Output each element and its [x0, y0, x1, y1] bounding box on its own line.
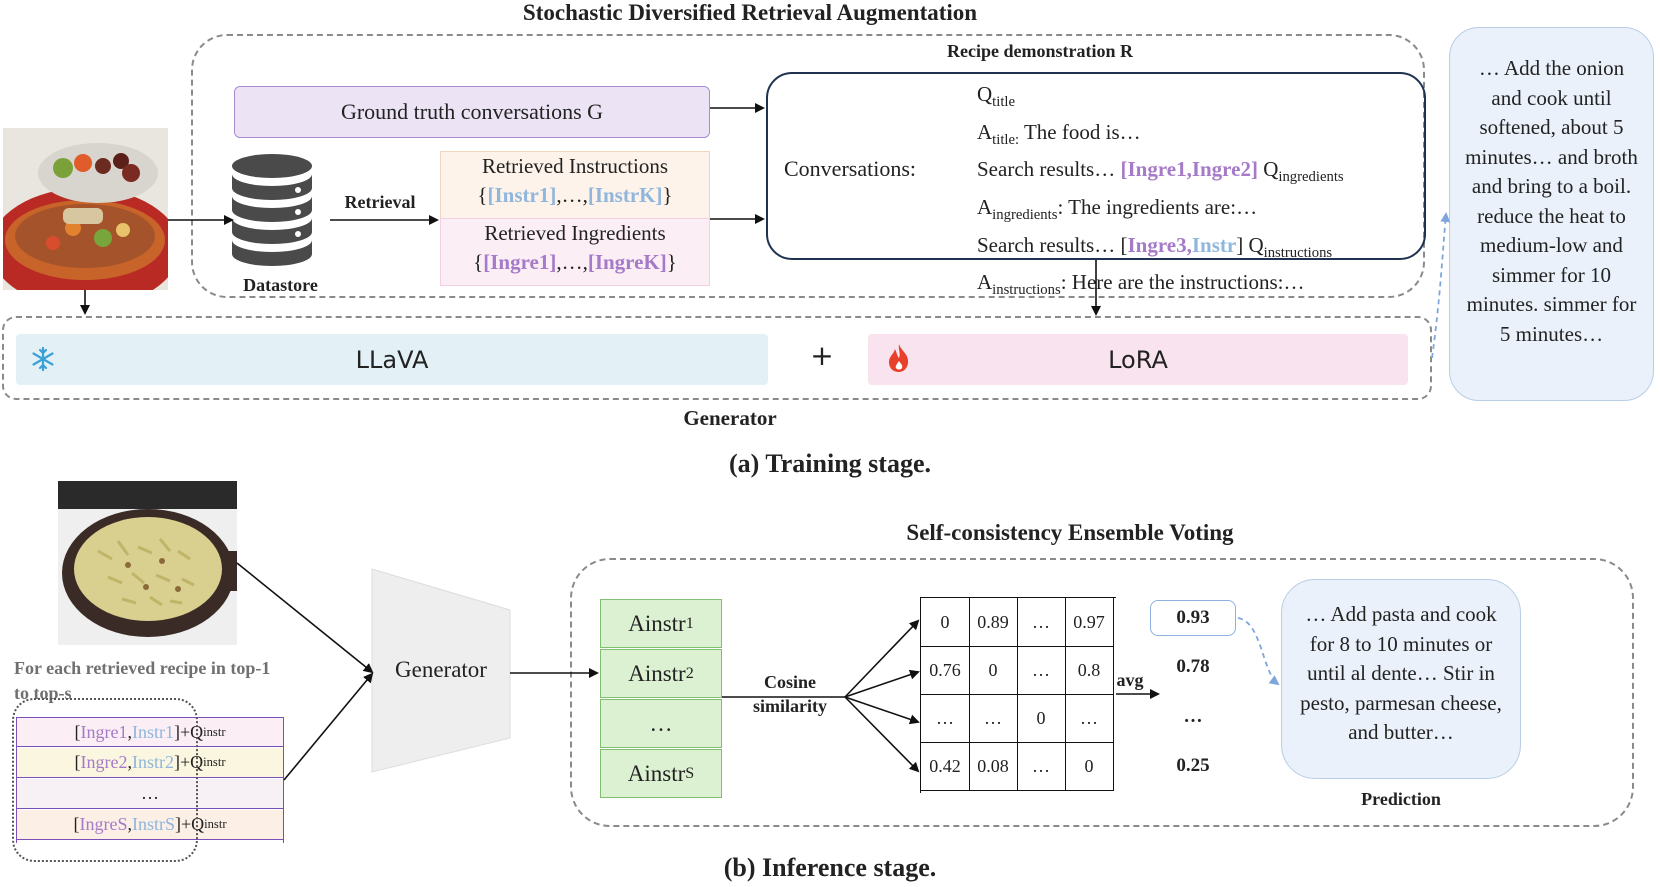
llava-box: LLaVA	[16, 334, 768, 385]
generator-dashed-region	[2, 316, 1432, 400]
recipe-demo-title: Recipe demonstration R	[947, 41, 1133, 61]
flame-icon	[886, 343, 912, 373]
conversations-label: Conversations:	[784, 156, 916, 181]
conv-line-q-title: Qtitle	[977, 82, 1016, 111]
database-icon	[228, 152, 316, 272]
matrix-cell: …	[921, 694, 970, 743]
dotted-selection	[12, 698, 198, 862]
retrieved-ingredients-title: Retrieved Ingredients	[484, 221, 666, 245]
prediction-text: … Add pasta and cook for 8 to 10 minutes…	[1300, 602, 1502, 744]
matrix-cell: 0	[969, 646, 1018, 695]
matrix-cell: …	[1017, 646, 1066, 695]
conv-line-a-instructions: Ainstructions: Here are the instructions…	[977, 270, 1305, 299]
conv-line-search-ingredients: Search results… [Ingre1,Ingre2] Qingredi…	[977, 157, 1344, 186]
score-ellipsis: …	[1183, 706, 1203, 727]
retrieval-label: Retrieval	[344, 192, 416, 212]
training-output-bubble: … Add the onion and cook until softened,…	[1449, 27, 1654, 401]
prediction-label: Prediction	[1361, 789, 1441, 809]
conv-line-a-title: Atitle: The food is…	[977, 119, 1141, 148]
datastore-label: Datastore	[243, 275, 318, 295]
matrix-cell: 0	[1065, 742, 1114, 791]
arrow-rows-to-generator	[283, 672, 374, 781]
llava-label: LLaVA	[355, 345, 429, 374]
similarity-matrix: 0 0.89 … 0.97 0.76 0 … 0.8 … … 0 … 0.42 …	[920, 597, 1116, 793]
matrix-cell: 0	[1017, 694, 1066, 743]
score-top: 0.93	[1150, 600, 1236, 636]
lora-label: LoRA	[1108, 345, 1168, 374]
arrow-fan-row1	[844, 619, 920, 698]
prediction-bubble: … Add pasta and cook for 8 to 10 minutes…	[1281, 579, 1521, 779]
ground-truth-box: Ground truth conversations G	[234, 86, 710, 138]
matrix-cell: 0.89	[969, 598, 1018, 647]
retrieved-instructions-list: {[Instr1],…,[InstrK]}	[477, 183, 673, 207]
matrix-cell: …	[1017, 598, 1066, 647]
avg-label: avg	[1116, 670, 1144, 690]
sce-title: Self-consistency Ensemble Voting	[906, 520, 1234, 545]
training-caption: (a) Training stage.	[729, 449, 931, 478]
matrix-cell: 0.97	[1065, 598, 1114, 647]
soup-photo	[3, 128, 168, 290]
dashed-arrow-lora-to-output	[1431, 212, 1451, 359]
sdra-title: Stochastic Diversified Retrieval Augment…	[522, 0, 978, 25]
retrieved-instructions-title: Retrieved Instructions	[481, 154, 669, 178]
matrix-cell: 0.42	[921, 742, 970, 791]
inference-caption: (b) Inference stage.	[723, 853, 937, 882]
generator-label: Generator	[683, 406, 777, 430]
ground-truth-text: Ground truth conversations G	[340, 99, 604, 124]
cosine-similarity-label: Cosine similarity	[753, 672, 827, 716]
recipe-row-ellipsis: …	[16, 779, 284, 809]
matrix-cell: 0.8	[1065, 646, 1114, 695]
sce-dashed-region	[570, 558, 1634, 827]
arrow-pasta-to-generator	[236, 562, 374, 674]
arrow-fan-row2	[844, 669, 920, 698]
score-s: 0.25	[1176, 755, 1210, 776]
training-output-text: … Add the onion and cook until softened,…	[1465, 56, 1638, 346]
arrow-fan-row3	[844, 696, 920, 725]
retrieved-ingredients-box: Retrieved Ingredients {[Ingre1],…,[Ingre…	[440, 218, 710, 286]
matrix-cell: …	[1017, 742, 1066, 791]
lora-box: LoRA	[868, 334, 1408, 385]
retrieved-ingredients-list: {[Ingre1],…,[IngreK]}	[473, 250, 677, 274]
conversations-box	[766, 72, 1426, 260]
snowflake-icon	[30, 346, 56, 372]
arrow-fan-row4	[844, 696, 920, 773]
ainstr-ellipsis: …	[600, 699, 722, 748]
matrix-cell: 0	[921, 598, 970, 647]
conv-line-search-instructions: Search results… [Ingre3,Instr] Qinstruct…	[977, 232, 1333, 261]
score-2: 0.78	[1176, 656, 1210, 677]
retrieved-instructions-box: Retrieved Instructions {[Instr1],…,[Inst…	[440, 151, 710, 219]
conv-line-a-ingredients: Aingredients: The ingredients are:…	[977, 195, 1258, 224]
pasta-photo	[58, 481, 237, 645]
matrix-cell: 0.08	[969, 742, 1018, 791]
conversation-lines: Qtitle Atitle: The food is… Search resul…	[977, 80, 1344, 306]
matrix-cell: …	[969, 694, 1018, 743]
dashed-arrow-score-to-prediction	[1237, 617, 1280, 686]
matrix-cell: …	[1065, 694, 1114, 743]
matrix-cell: 0.76	[921, 646, 970, 695]
generator-text: Generator	[395, 657, 487, 682]
plus-sign: +	[810, 339, 834, 372]
